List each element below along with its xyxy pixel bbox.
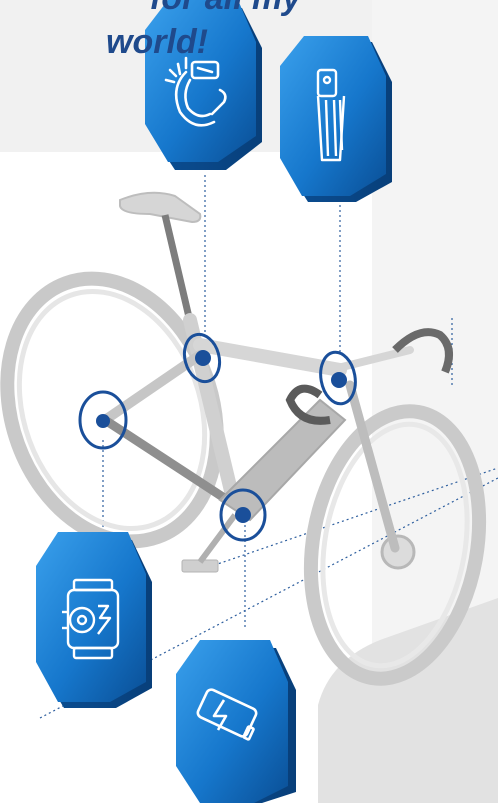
- headline: for all my world!: [0, 0, 372, 150]
- badge-hub-motor: [36, 532, 152, 708]
- saddle: [120, 193, 200, 222]
- crank-arm: [200, 515, 235, 562]
- headline-line-2: world!: [106, 22, 208, 62]
- front-hub: [382, 536, 414, 568]
- headline-line-1: for all my: [150, 0, 301, 18]
- badge-battery: [176, 640, 296, 803]
- rear-hub-marker: [80, 392, 126, 448]
- frame: [105, 320, 410, 548]
